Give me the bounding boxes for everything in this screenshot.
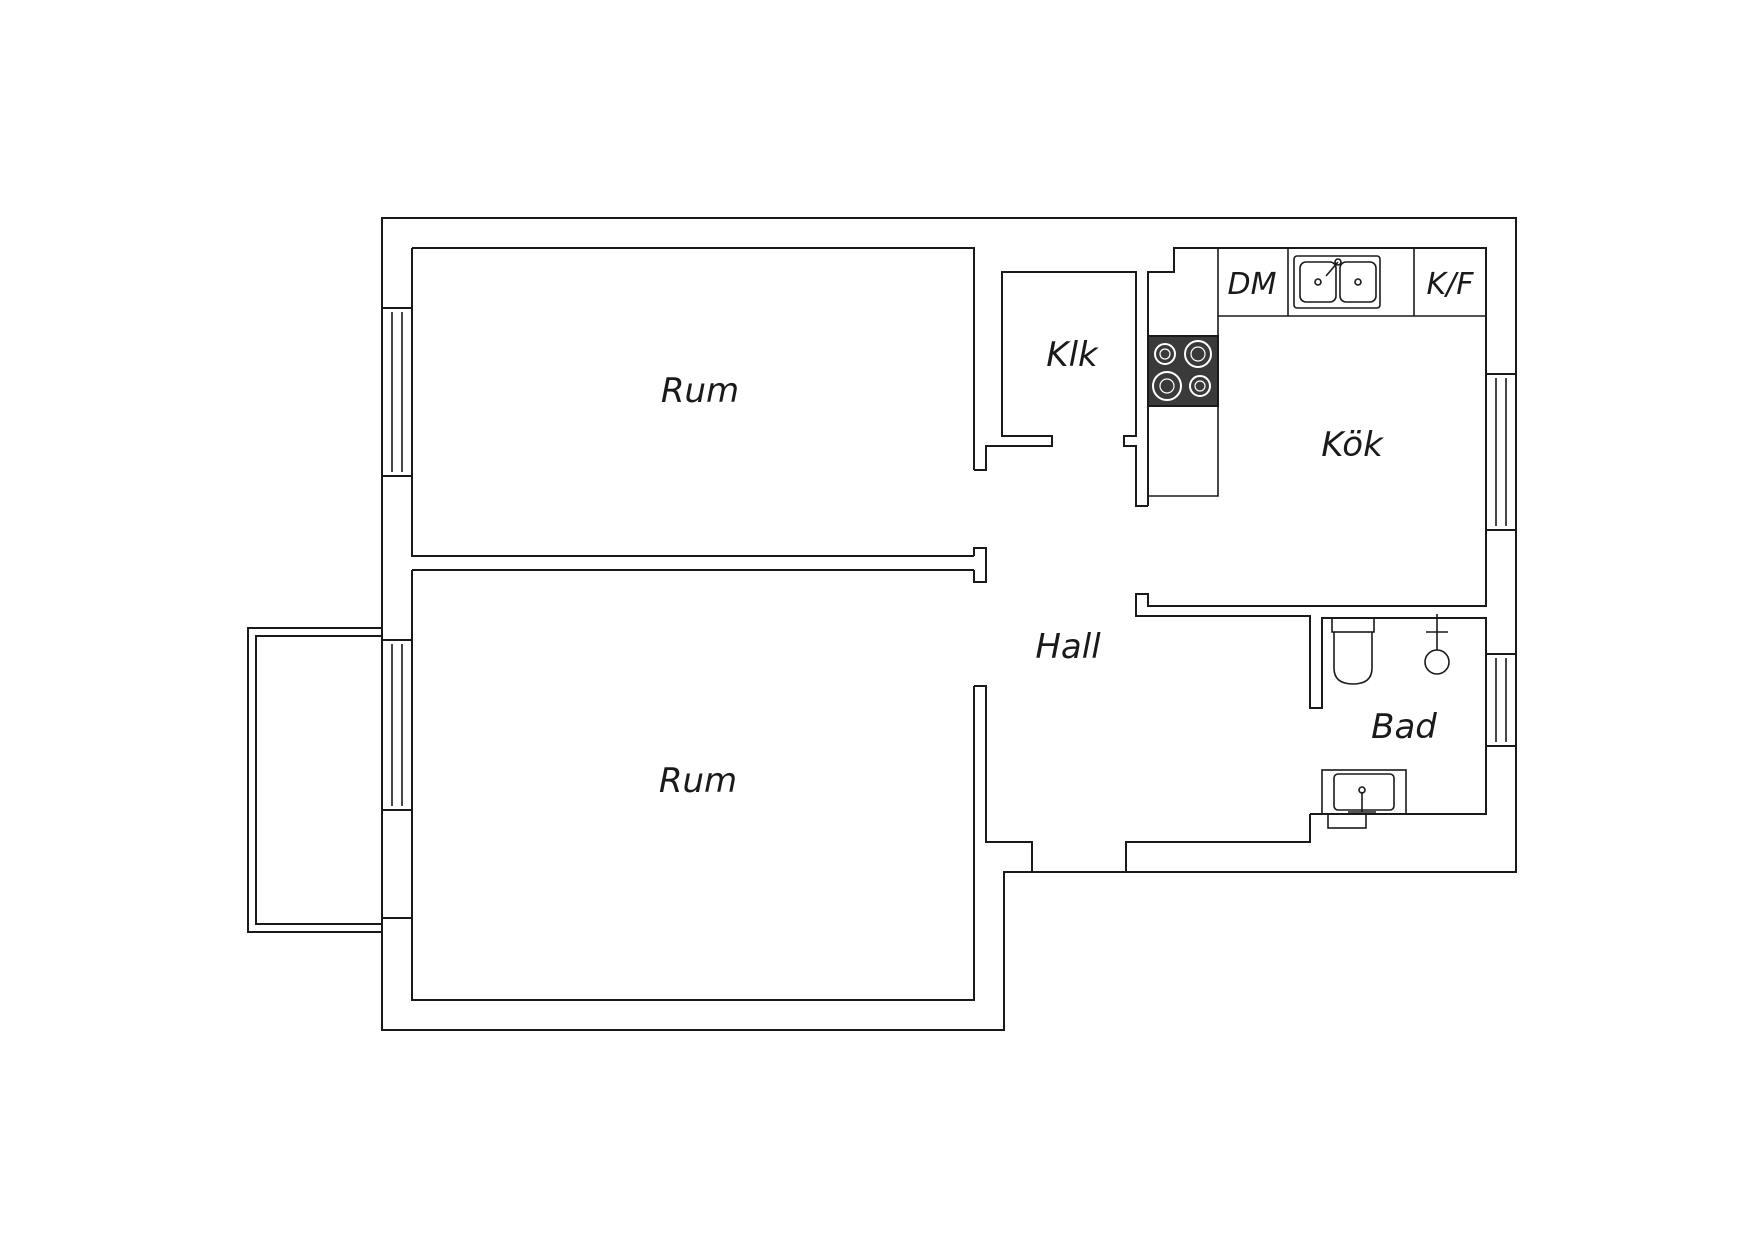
room-label-rum-top: Rum [661, 371, 739, 411]
kitchen-sink-icon [1293, 255, 1381, 309]
interior-walls [973, 247, 1487, 872]
fridge-freezer-label: K/F [1426, 267, 1474, 302]
window-bathroom [1485, 653, 1517, 747]
outer-walls [381, 217, 1517, 1031]
room-label-hall: Hall [1035, 627, 1101, 667]
stove-icon [1147, 335, 1219, 407]
dishwasher-label: DM [1228, 267, 1277, 302]
room-label-klk: Klk [1046, 335, 1099, 375]
room-label-bad: Bad [1371, 707, 1437, 747]
room-label-kok: Kök [1321, 425, 1384, 465]
window-lower-left [381, 639, 413, 811]
shower-icon [1422, 614, 1452, 675]
toilet-icon [1331, 617, 1375, 685]
window-upper-left [381, 307, 413, 477]
balcony [247, 627, 382, 933]
room-label-rum-bottom: Rum [659, 761, 737, 801]
window-kitchen [1485, 373, 1517, 531]
bathroom-sink-icon [1321, 769, 1407, 829]
